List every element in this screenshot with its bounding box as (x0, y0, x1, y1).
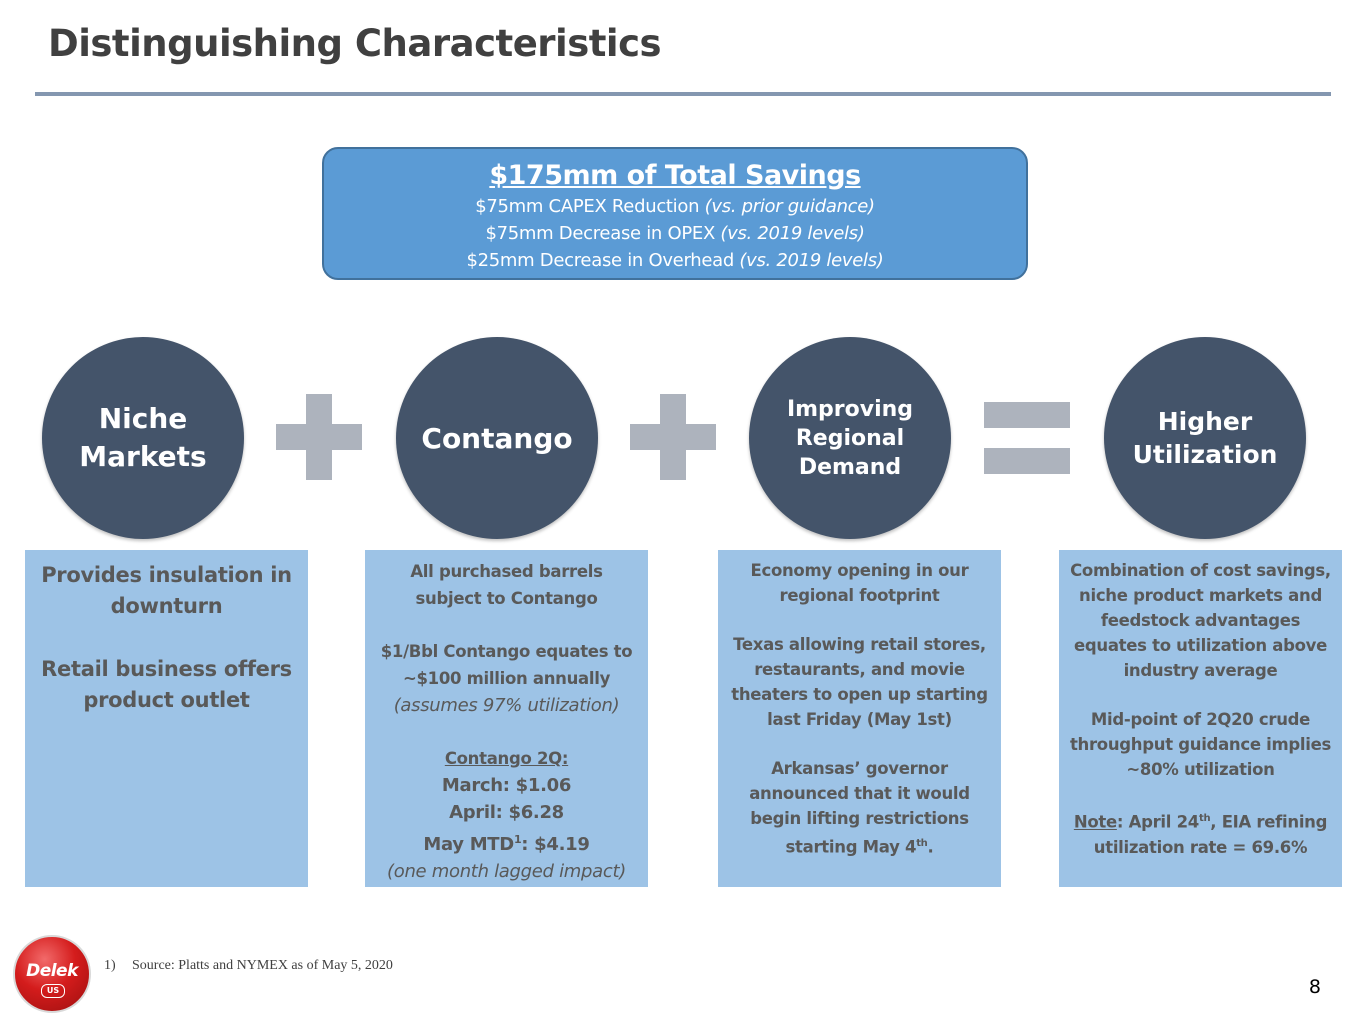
total-savings-box: $175mm of Total Savings $75mm CAPEX Redu… (322, 147, 1028, 280)
box-contango: All purchased barrels subject to Contang… (365, 550, 648, 887)
savings-line-overhead: $25mm Decrease in Overhead (vs. 2019 lev… (466, 250, 884, 271)
savings-line-opex: $75mm Decrease in OPEX (vs. 2019 levels) (485, 223, 865, 244)
page-number: 8 (1308, 976, 1321, 998)
title-divider (35, 92, 1331, 96)
box-improving-regional-demand: Economy opening in our regional footprin… (718, 550, 1001, 887)
box-niche-markets: Provides insulation in downturn Retail b… (25, 550, 308, 887)
plus-icon (630, 394, 716, 480)
footnote: 1)Source: Platts and NYMEX as of May 5, … (104, 958, 393, 973)
plus-icon (276, 394, 362, 480)
box-higher-utilization: Combination of cost savings, niche produ… (1059, 550, 1342, 887)
slide-title: Distinguishing Characteristics (48, 22, 662, 65)
savings-heading: $175mm of Total Savings (489, 160, 861, 191)
savings-line-capex: $75mm CAPEX Reduction (vs. prior guidanc… (475, 196, 875, 217)
equals-icon (984, 402, 1070, 474)
delek-logo: Delek US (13, 935, 91, 1013)
circle-contango: Contango (396, 337, 598, 539)
